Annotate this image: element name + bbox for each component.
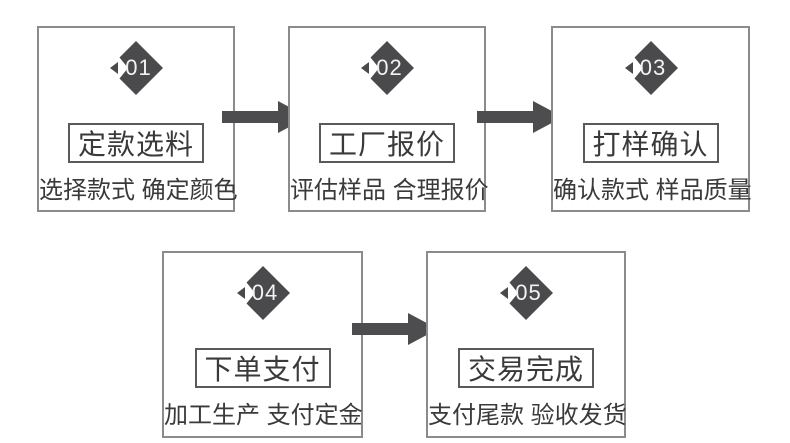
step-number-diamond: 05	[498, 265, 554, 321]
step-title: 下单支付	[204, 354, 321, 385]
step-number-diamond: 03	[623, 40, 679, 96]
step-number-diamond: 04	[235, 265, 291, 321]
step-number-diamond: 02	[359, 40, 415, 96]
step-subtitle: 评估样品 合理报价	[290, 177, 489, 204]
diamond-icon	[110, 41, 163, 95]
step-title: 交易完成	[467, 354, 585, 385]
right-arrow-icon	[352, 312, 438, 346]
step-title: 打样确认	[592, 129, 709, 160]
step-title: 工厂报价	[328, 129, 446, 160]
step-subtitle: 确认款式 样品质量	[553, 177, 752, 204]
step-title-box: 打样确认	[582, 123, 719, 163]
step-box-1: 01 定款选料 选择款式 确定颜色	[37, 26, 238, 212]
step-number: 01	[125, 55, 152, 80]
step-title-box: 交易完成	[457, 348, 595, 388]
diamond-icon	[361, 41, 414, 95]
step-number-diamond: 01	[108, 40, 164, 96]
diamond-icon	[624, 41, 678, 95]
step-box-5: 05 交易完成 支付尾款 验收发货	[426, 251, 627, 438]
step-number: 03	[639, 55, 667, 80]
right-arrow-icon	[477, 100, 563, 134]
step-box-2: 02 工厂报价 评估样品 合理报价	[288, 26, 489, 212]
step-subtitle: 加工生产 支付定金	[164, 402, 363, 429]
step-subtitle: 支付尾款 验收发货	[428, 402, 627, 429]
step-subtitle: 选择款式 确定颜色	[39, 177, 238, 204]
step-box-4: 04 下单支付 加工生产 支付定金	[162, 251, 363, 438]
step-title-box: 定款选料	[67, 123, 205, 163]
diamond-icon	[500, 266, 553, 320]
step-title: 定款选料	[77, 129, 195, 160]
step-title-box: 下单支付	[194, 348, 331, 388]
step-number: 02	[376, 55, 403, 80]
step-title-box: 工厂报价	[318, 123, 456, 163]
diamond-icon	[236, 266, 290, 320]
step-box-3: 03 打样确认 确认款式 样品质量	[551, 26, 752, 212]
step-number: 04	[251, 280, 279, 305]
step-number: 05	[515, 280, 542, 305]
